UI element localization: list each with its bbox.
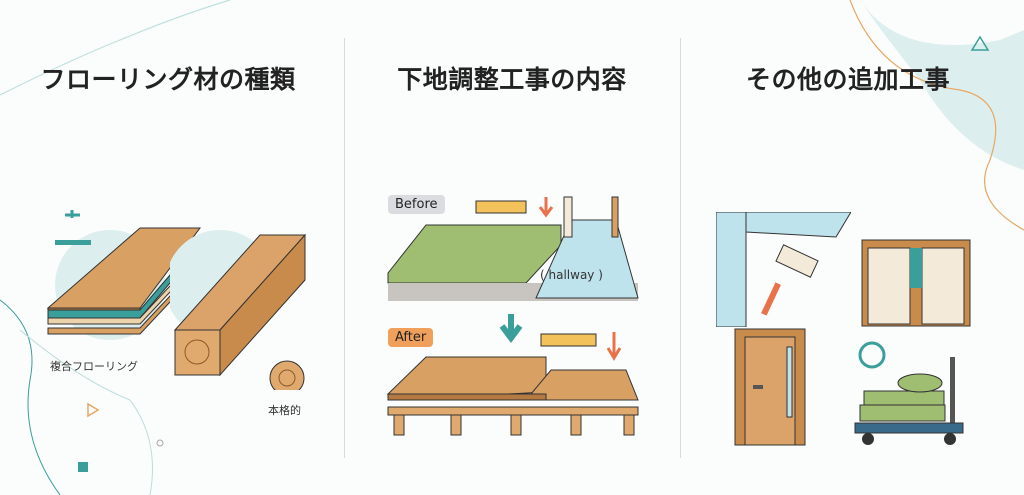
sliding-door-illustration [861, 239, 971, 327]
label-solid-wood: 本格的 [268, 404, 301, 417]
play-triangle-icon [87, 402, 100, 418]
door-illustration [734, 328, 806, 446]
after-tag: After [388, 328, 434, 347]
before-floor-illustration [387, 196, 639, 301]
column-title-flooring-types: フローリング材の種類 [40, 65, 296, 94]
after-floor-illustration [386, 314, 639, 436]
label-composite-flooring: 複合フローリング [50, 360, 138, 373]
wallpaper-illustration [716, 212, 851, 327]
column-title-subfloor-work: 下地調整工事の内容 [397, 65, 627, 94]
label-hallway: ( hallway ) [540, 268, 603, 282]
before-tag: Before [388, 195, 445, 214]
tatami-cart-illustration [854, 341, 964, 445]
column-divider [344, 38, 345, 458]
column-title-additional-work: その他の追加工事 [745, 65, 950, 94]
triangle-icon [970, 35, 990, 51]
solid-wood-flooring-illustration [170, 230, 307, 390]
column-divider [680, 38, 681, 458]
